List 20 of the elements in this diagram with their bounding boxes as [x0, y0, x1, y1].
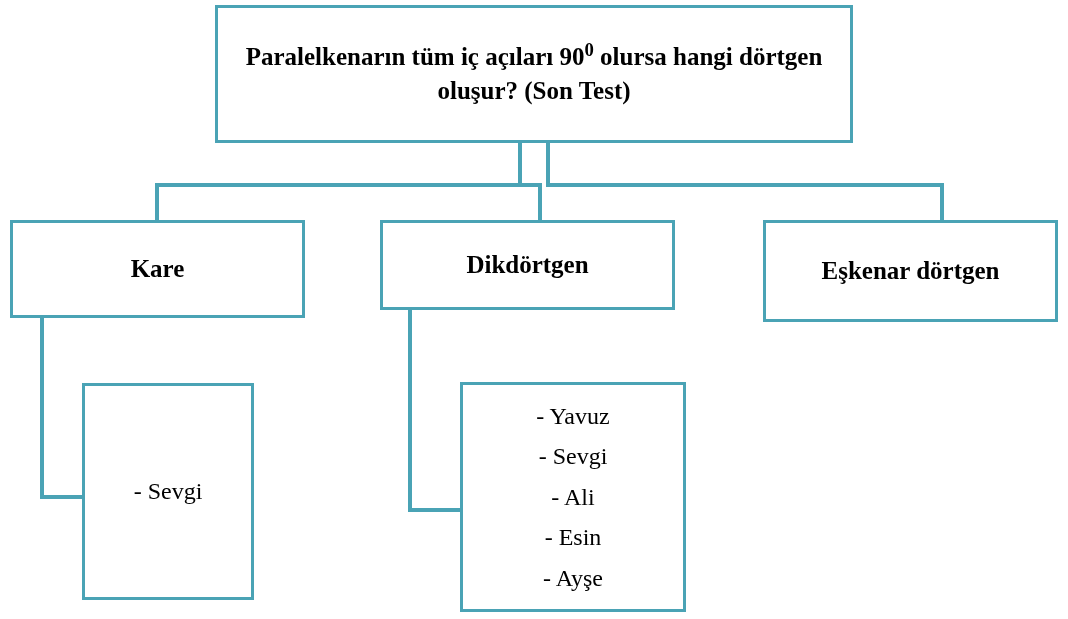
text-box — [10, 220, 305, 318]
text-box — [380, 220, 675, 310]
connector-line — [40, 318, 82, 499]
box-text: Eşkenar dörtgen — [820, 256, 1001, 287]
text-box — [763, 220, 1058, 322]
box-text: - Sevgi — [537, 442, 609, 472]
box-text: - Esin — [543, 523, 603, 553]
connector-line — [408, 310, 460, 512]
box-text: - Ayşe — [542, 563, 604, 593]
box-text: - Yavuz — [535, 402, 611, 431]
box-text: - Sevgi — [132, 477, 204, 507]
box-text: - Ali — [550, 482, 596, 512]
text-box — [460, 382, 686, 612]
box-text: Kare — [129, 254, 186, 285]
text-box — [215, 5, 853, 143]
box-text: Paralelkenarın tüm iç açıları 90$^{0}$ olursa hangi dörtgen oluşur? (Son Test) — [244, 40, 824, 107]
text-box — [82, 383, 254, 600]
connector-line — [546, 143, 944, 220]
connector-line — [518, 143, 542, 220]
box-text: Dikdörtgen — [465, 250, 590, 281]
